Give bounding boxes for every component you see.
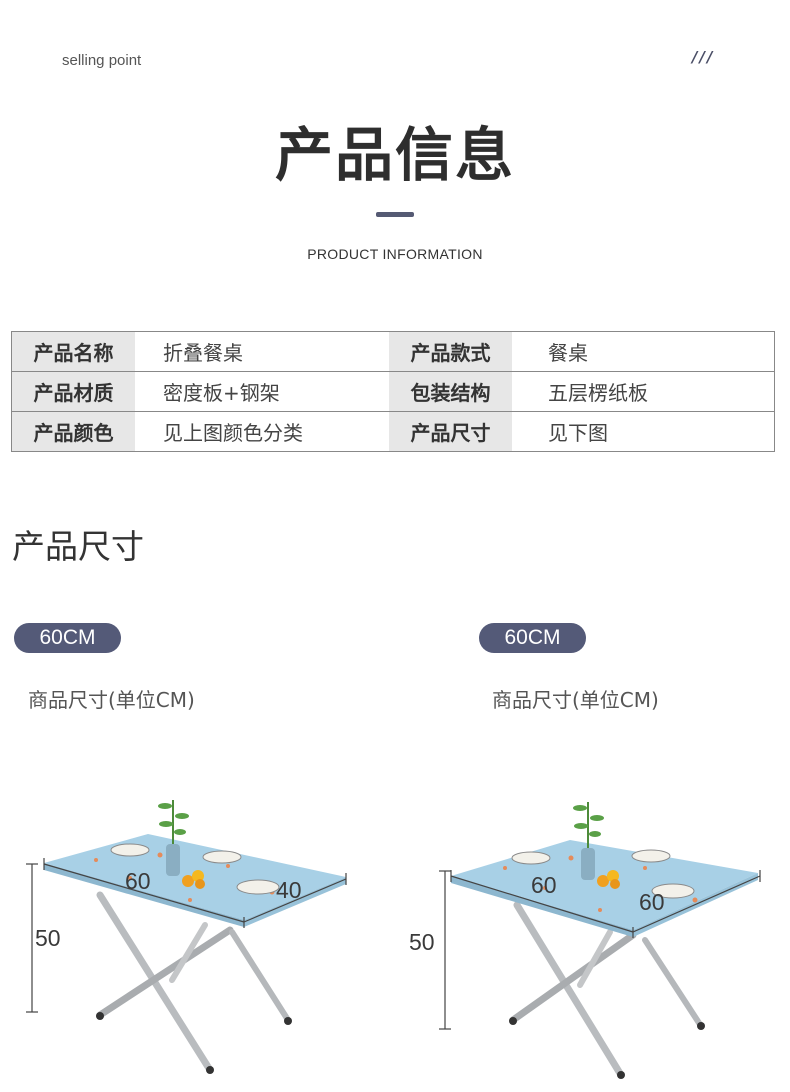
unit-note: 商品尺寸(单位CM) xyxy=(492,688,659,712)
info-key: 包装结构 xyxy=(389,371,512,412)
info-key: 产品款式 xyxy=(389,331,512,372)
length-label: 60 xyxy=(531,872,557,898)
height-label: 50 xyxy=(35,925,61,951)
unit-note: 商品尺寸(单位CM) xyxy=(28,688,195,712)
table-row: 产品名称 折叠餐桌 产品款式 餐桌 xyxy=(11,331,775,372)
info-key: 产品颜色 xyxy=(11,411,135,452)
table-top xyxy=(451,840,758,937)
info-value: 餐桌 xyxy=(512,331,775,372)
selling-point-label: selling point xyxy=(62,52,142,69)
tableware xyxy=(110,800,280,895)
title-underline xyxy=(376,212,414,217)
info-value: 见上图颜色分类 xyxy=(163,421,303,445)
info-value: 密度板+钢架 xyxy=(135,371,389,412)
table-legs xyxy=(509,901,705,1079)
info-value: 折叠餐桌 xyxy=(135,331,389,372)
tableware xyxy=(511,802,695,899)
product-info-table: 产品名称 折叠餐桌 产品款式 餐桌 产品材质 密度板+钢架 包装结构 五层楞纸板… xyxy=(11,331,775,452)
table-legs xyxy=(96,891,292,1074)
width-label: 40 xyxy=(276,877,302,903)
table-illustration-1: 60 40 50 xyxy=(26,800,347,1074)
page-title: 产品信息 xyxy=(274,121,515,189)
length-label: 60 xyxy=(125,868,151,894)
size-badge: 60CM xyxy=(14,623,121,653)
height-label: 50 xyxy=(409,929,435,955)
info-key: 产品名称 xyxy=(11,331,135,372)
info-key: 产品尺寸 xyxy=(389,411,512,452)
table-row: 产品颜色 见上图颜色分类 产品尺寸 见下图 xyxy=(11,411,775,452)
decorative-slashes: /// xyxy=(692,48,715,66)
page-subtitle: PRODUCT INFORMATION xyxy=(307,246,483,262)
dimension-lines xyxy=(439,870,761,1030)
size-section-heading: 产品尺寸 xyxy=(12,527,144,566)
table-illustration-2: 60 60 50 xyxy=(409,802,761,1079)
dimension-lines xyxy=(26,858,347,1013)
info-value: 五层楞纸板 xyxy=(512,371,775,412)
table-row: 产品材质 密度板+钢架 包装结构 五层楞纸板 xyxy=(11,371,775,412)
width-label: 60 xyxy=(639,889,665,915)
size-badge: 60CM xyxy=(479,623,586,653)
info-key: 产品材质 xyxy=(11,371,135,412)
info-value: 见下图 xyxy=(548,421,608,445)
